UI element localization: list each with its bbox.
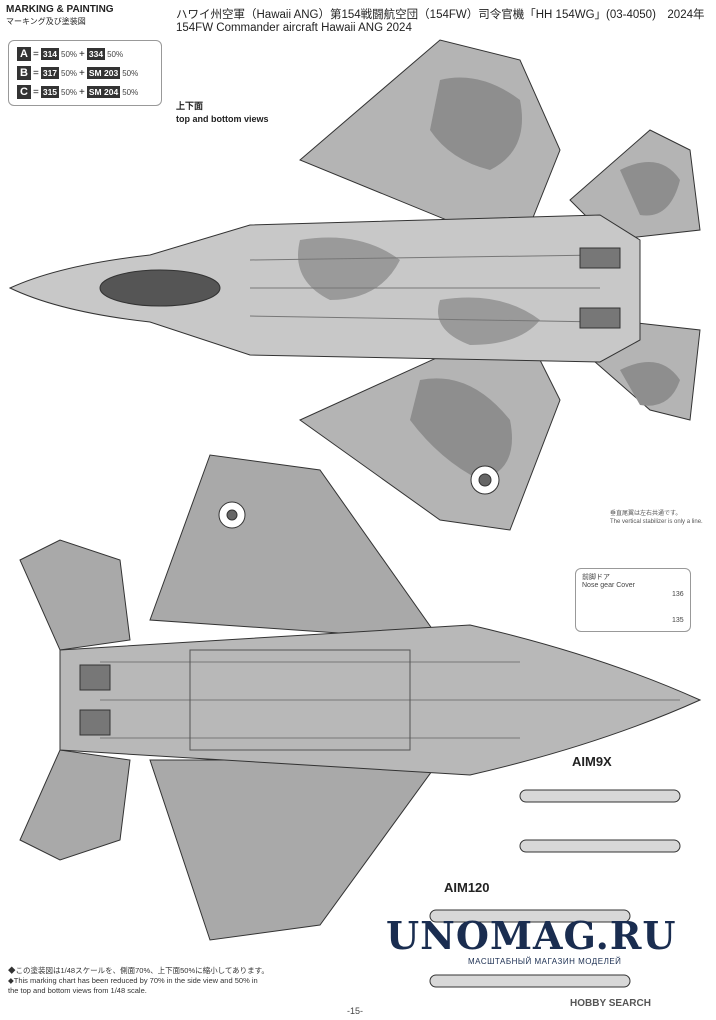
- aim120-missile: [429, 909, 631, 988]
- legend-eq: =: [33, 67, 39, 79]
- color-chip: 317: [40, 67, 60, 79]
- view-label-jp: 上下面: [176, 101, 204, 111]
- legend-key: A: [17, 47, 31, 61]
- footnote-en-1: ◆This marking chart has been reduced by …: [8, 976, 258, 985]
- legend-row-c: C = 315 50% + SM 204 50%: [17, 84, 138, 100]
- color-chip: SM 203: [86, 67, 121, 79]
- legend-eq: =: [33, 86, 39, 98]
- stabilizer-note: 垂直尾翼は左右共通です。 The vertical stabilizer is …: [610, 510, 710, 526]
- color-pct: 50%: [107, 49, 124, 59]
- section-title: MARKING & PAINTING: [6, 4, 114, 15]
- note-en: The vertical stabilizer is only a line.: [610, 519, 703, 525]
- legend-key: B: [17, 66, 31, 80]
- legend-row-a: A = 314 50% + 334 50%: [17, 46, 123, 62]
- watermark-logo: UNOMAG.RU: [386, 913, 677, 958]
- part-number: 136: [672, 591, 684, 598]
- footnote-en-2: the top and bottom views from 1/48 scale…: [8, 986, 147, 995]
- color-pct: 50%: [122, 68, 139, 78]
- legend-row-b: B = 317 50% + SM 203 50%: [17, 65, 138, 81]
- callout-title-jp: 前脚ドア: [582, 574, 610, 581]
- legend-key: C: [17, 85, 31, 99]
- view-label-en: top and bottom views: [176, 114, 269, 124]
- nose-gear-callout: 前脚ドア Nose gear Cover 136 135: [575, 568, 691, 632]
- aim9x-title: AIM9X: [572, 754, 612, 769]
- color-pct: 50%: [61, 49, 78, 59]
- top-view-aircraft: [8, 39, 701, 531]
- legend-plus: +: [79, 86, 85, 98]
- legend-plus: +: [79, 48, 85, 60]
- color-chip: SM 204: [86, 86, 121, 98]
- view-label: 上下面 top and bottom views: [176, 100, 269, 126]
- watermark-tagline: МАСШТАБНЫЙ МАГАЗИН МОДЕЛЕЙ: [468, 957, 622, 966]
- footnote: ◆この塗装図は1/48スケールを、側面70%、上下面50%に縮小してあります。 …: [8, 966, 308, 996]
- aim120-title: AIM120: [444, 880, 490, 895]
- page-title-en: 154FW Commander aircraft Hawaii ANG 2024: [176, 22, 412, 34]
- legend-eq: =: [33, 48, 39, 60]
- part-number: 135: [672, 617, 684, 624]
- section-title-jp: マーキング及び塗装図: [6, 17, 86, 26]
- note-jp: 垂直尾翼は左右共通です。: [610, 511, 682, 517]
- color-legend: A = 314 50% + 334 50% B = 317 50% + SM 2…: [8, 40, 162, 106]
- page-number: -15-: [347, 1006, 364, 1016]
- color-chip: 314: [40, 48, 60, 60]
- bottom-view-aircraft: [19, 454, 702, 941]
- color-pct: 50%: [61, 68, 78, 78]
- footnote-jp: ◆この塗装図は1/48スケールを、側面70%、上下面50%に縮小してあります。: [8, 966, 269, 975]
- aim9x-missile: [519, 789, 681, 853]
- color-pct: 50%: [122, 87, 139, 97]
- legend-plus: +: [79, 67, 85, 79]
- color-chip: 334: [86, 48, 106, 60]
- brand-logo: HOBBY SEARCH: [570, 998, 651, 1009]
- callout-title-en: Nose gear Cover: [582, 582, 635, 589]
- color-pct: 50%: [61, 87, 78, 97]
- color-chip: 315: [40, 86, 60, 98]
- page-title-jp: ハワイ州空軍（Hawaii ANG）第154戦闘航空団（154FW）司令官機「H…: [176, 9, 705, 21]
